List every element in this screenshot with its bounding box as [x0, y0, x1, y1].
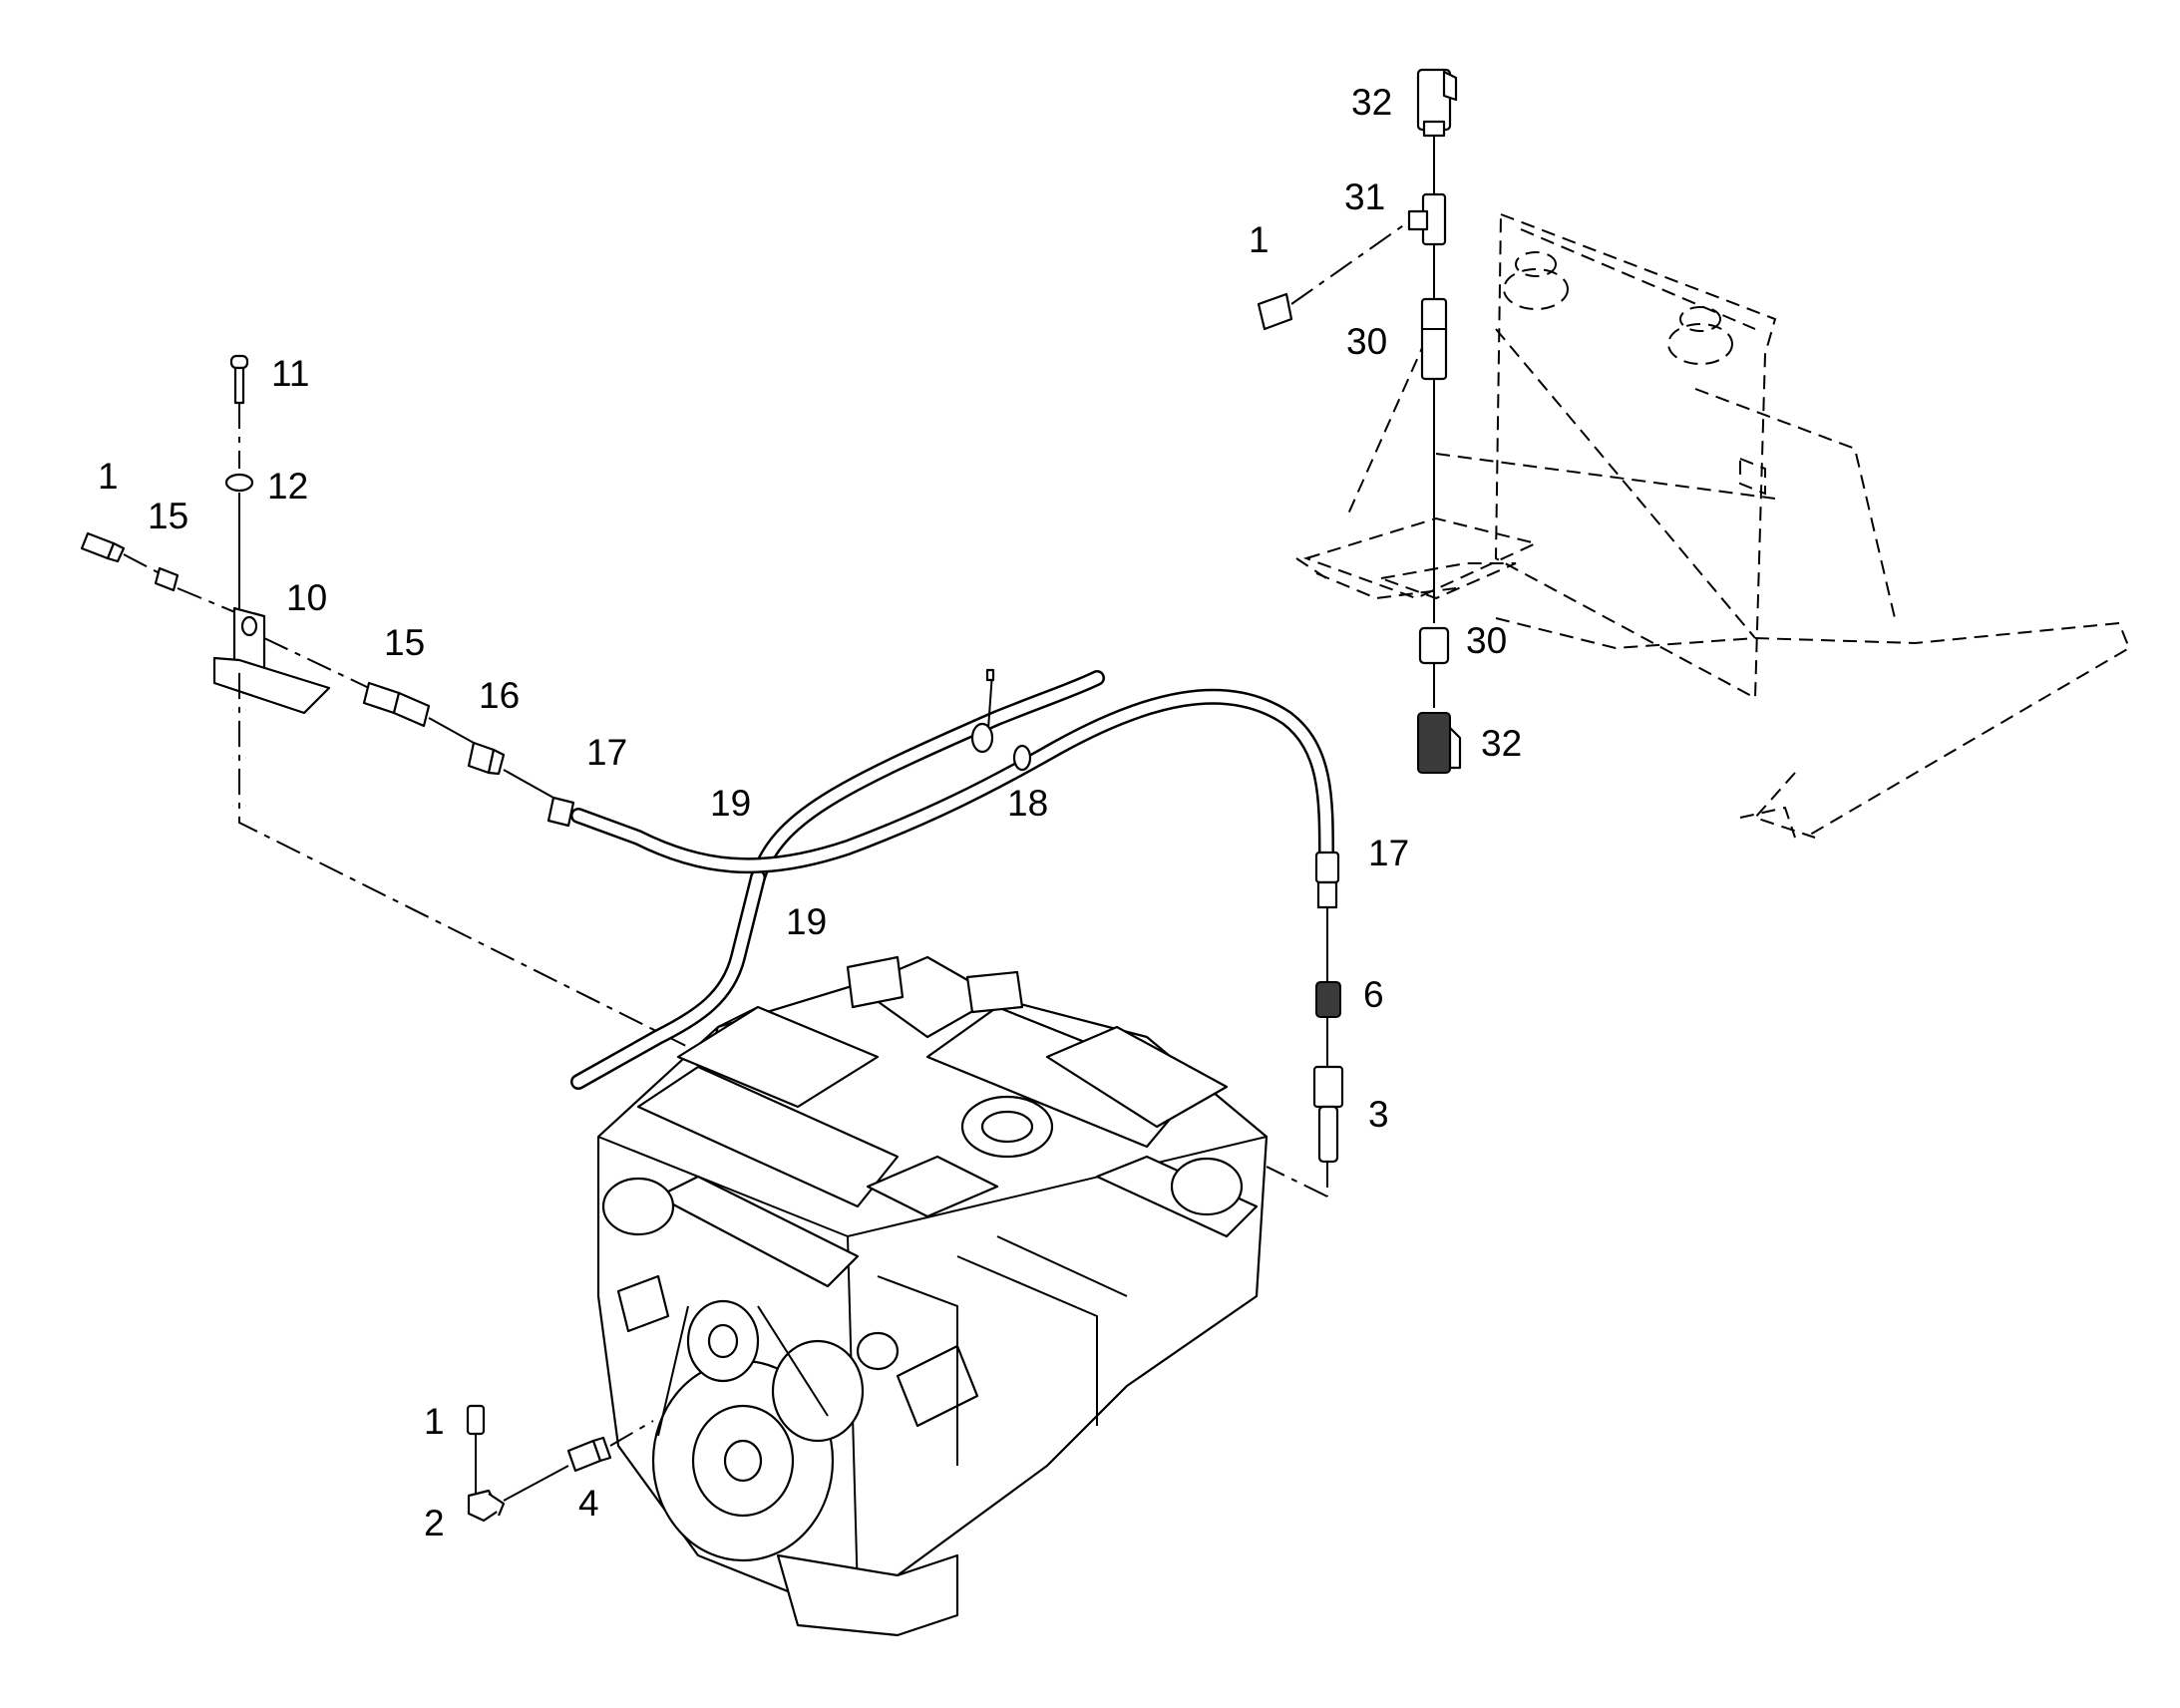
fitting-4	[566, 1436, 612, 1473]
callout-1-bottom: 1	[424, 1401, 445, 1442]
elbow-2	[467, 1489, 506, 1523]
plug-1-left	[80, 531, 126, 563]
bolt-3	[1312, 1065, 1344, 1164]
right-fitting-stack	[1257, 68, 1462, 774]
hose-assembly	[570, 668, 1344, 1197]
callout-4: 4	[578, 1483, 599, 1524]
washer-12	[224, 473, 254, 493]
callout-18: 18	[1007, 783, 1048, 824]
plug-1-bottom	[466, 1404, 486, 1436]
nipple-30-top	[1420, 297, 1448, 381]
callout-30-top: 30	[1346, 321, 1387, 362]
callout-32-bottom: 32	[1481, 723, 1522, 764]
coupling-32-bottom	[1417, 712, 1462, 774]
bolt-11	[229, 354, 249, 405]
callout-19-bottom: 19	[786, 901, 827, 942]
mounting-frame	[1295, 212, 2131, 839]
callout-32-top: 32	[1351, 82, 1392, 123]
callout-3: 3	[1368, 1094, 1389, 1135]
callout-31: 31	[1344, 176, 1385, 217]
callout-12: 12	[267, 466, 308, 507]
callout-2: 2	[424, 1503, 445, 1543]
callout-16: 16	[479, 675, 520, 716]
adapter-6	[1315, 981, 1341, 1018]
callout-labels: 32 31 1 30 30 32 11 12 1 15 10 15 16 17 …	[98, 82, 1522, 1543]
callout-15-left: 15	[148, 496, 188, 536]
callout-6: 6	[1363, 974, 1384, 1015]
fitting-17-right	[1314, 851, 1340, 909]
left-bracket-group	[80, 354, 689, 1048]
callout-15-mid: 15	[384, 622, 425, 663]
fitting-16	[467, 741, 506, 776]
plug-1-frame	[1257, 220, 1410, 331]
bracket-10	[212, 606, 331, 715]
callout-17-right: 17	[1368, 833, 1409, 873]
bottom-fitting-group	[466, 1404, 654, 1523]
clamp-18	[970, 668, 1032, 772]
callout-17-left: 17	[586, 732, 627, 773]
nut-15-left	[154, 566, 180, 592]
callout-19-top: 19	[710, 783, 751, 824]
engine-block	[596, 955, 1269, 1637]
callout-1-left: 1	[98, 456, 119, 497]
nipple-30-bottom	[1418, 626, 1450, 665]
fitting-15-mid	[362, 681, 431, 728]
callout-10: 10	[286, 577, 327, 618]
callout-1-frame: 1	[1249, 219, 1270, 260]
coupling-32-top	[1416, 68, 1458, 138]
nut-17-left	[546, 796, 575, 828]
callout-11: 11	[271, 353, 309, 394]
callout-30-bottom: 30	[1466, 620, 1507, 661]
tee-31	[1407, 192, 1447, 246]
